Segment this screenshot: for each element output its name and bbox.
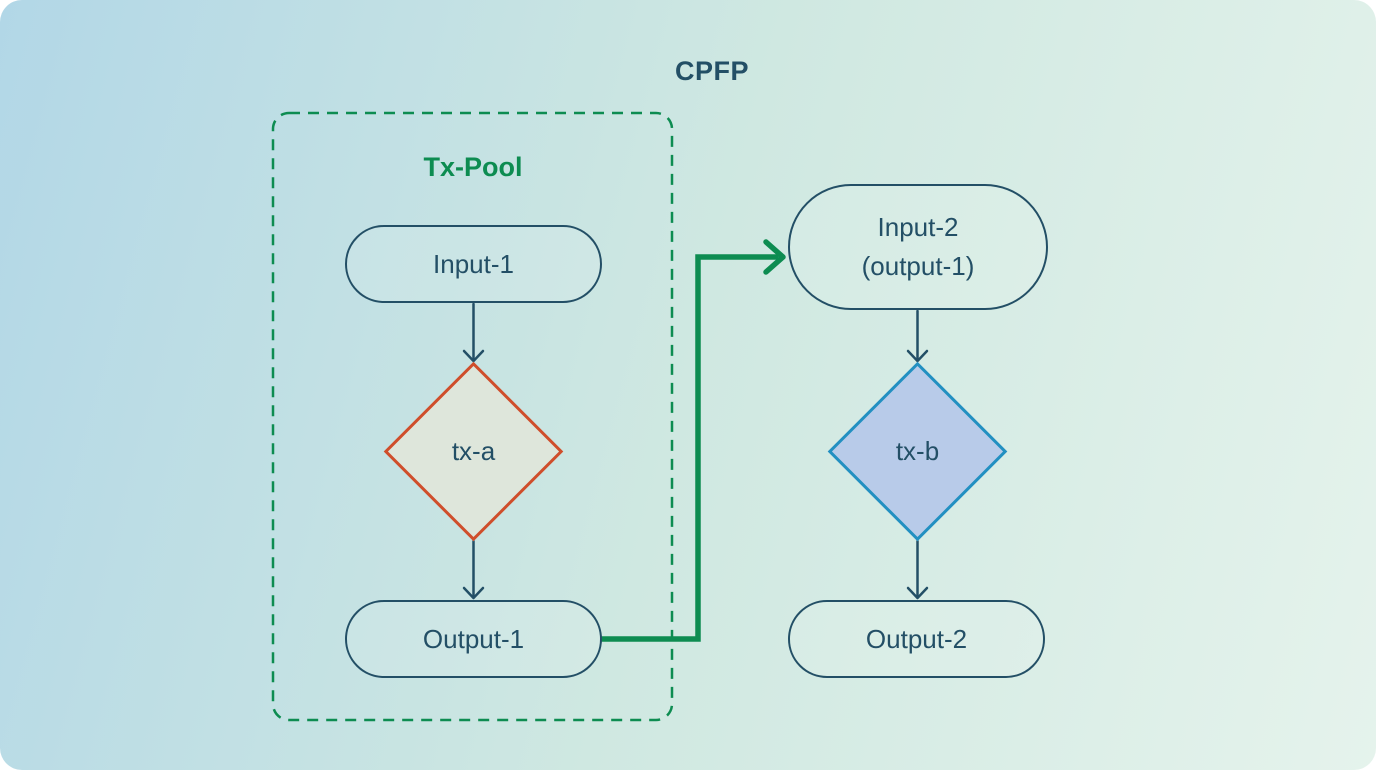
- node-input-2: Input-2 (output-1): [788, 184, 1048, 310]
- arrow-txb-to-output2: [906, 539, 929, 600]
- node-tx-a: tx-a: [383, 361, 564, 542]
- node-tx-b-label: tx-b: [895, 436, 940, 466]
- node-tx-b: tx-b: [827, 361, 1008, 542]
- node-output-2: Output-2: [788, 600, 1045, 678]
- node-input-2-label-line1: Input-2: [877, 212, 959, 242]
- node-input-1: Input-1: [345, 225, 602, 303]
- page-title: CPFP: [674, 56, 749, 86]
- arrow-input2-to-txb: [906, 309, 929, 363]
- node-input-1-label: Input-1: [433, 248, 514, 279]
- tx-pool-label: Tx-Pool: [423, 152, 523, 182]
- node-output-1: Output-1: [345, 600, 602, 678]
- node-output-2-label: Output-2: [865, 623, 968, 654]
- node-output-1-label: Output-1: [422, 623, 525, 654]
- node-input-2-label-line2: (output-1): [861, 251, 975, 281]
- node-tx-a-label: tx-a: [451, 436, 496, 466]
- arrow-input1-to-txa: [462, 302, 485, 363]
- arrow-txa-to-output1: [462, 539, 485, 600]
- arrow-output1-to-input2: [600, 239, 786, 642]
